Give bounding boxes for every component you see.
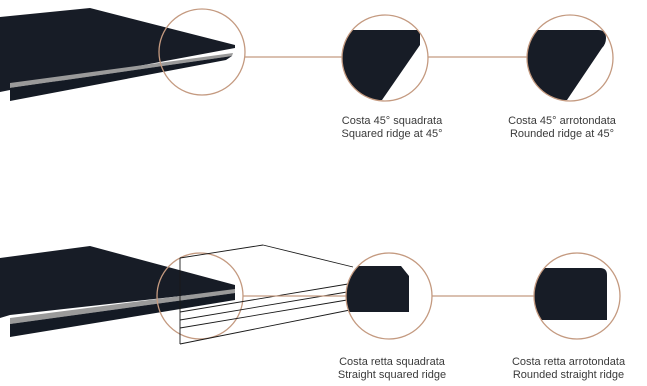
top-zoom-circle	[158, 8, 246, 96]
profile-45-squared-detail	[341, 14, 429, 102]
caption-straight-rounded: Costa retta arrotondata Rounded straight…	[490, 356, 647, 382]
caption-straight-squared-it: Costa retta squadrata	[339, 356, 445, 368]
caption-straight-rounded-en: Rounded straight ridge	[512, 369, 625, 381]
caption-45-squared: Costa 45° squadrata Squared ridge at 45°	[307, 115, 477, 141]
profile-45-rounded-detail	[526, 14, 614, 102]
caption-straight-squared: Costa retta squadrata Straight squared r…	[307, 356, 477, 382]
caption-45-squared-it: Costa 45° squadrata	[341, 115, 443, 127]
profile-straight-rounded-detail	[533, 252, 621, 340]
projection-lines	[179, 244, 354, 345]
caption-45-rounded-it: Costa 45° arrotondata	[508, 115, 616, 127]
top-slab-45-bevel	[0, 8, 235, 101]
profile-straight-squared-detail	[345, 252, 433, 340]
caption-45-rounded-en: Rounded ridge at 45°	[509, 128, 615, 140]
caption-45-rounded: Costa 45° arrotondata Rounded ridge at 4…	[477, 115, 647, 141]
caption-straight-rounded-it: Costa retta arrotondata	[511, 356, 626, 368]
caption-straight-squared-en: Straight squared ridge	[337, 369, 447, 381]
bottom-slab-straight	[0, 246, 235, 337]
caption-45-squared-en: Squared ridge at 45°	[341, 128, 443, 140]
